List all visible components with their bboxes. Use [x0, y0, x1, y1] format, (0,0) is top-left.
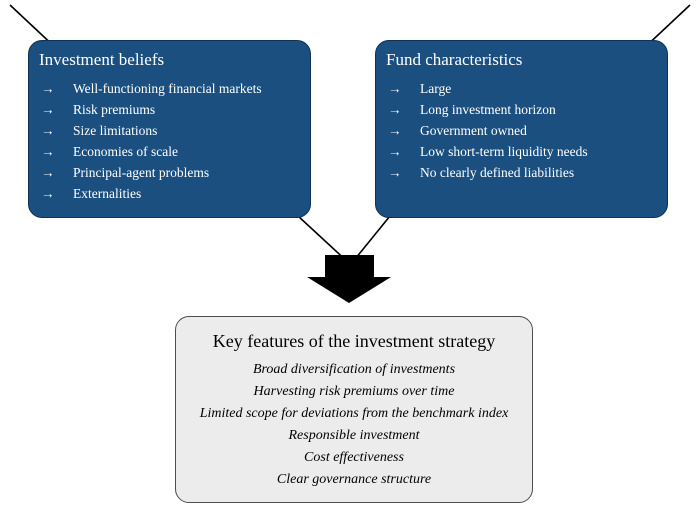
strategy-item: Limited scope for deviations from the be…: [199, 406, 509, 421]
key-features-box: Key features of the investment strategy …: [175, 316, 533, 503]
strategy-item: Broad diversification of investments: [252, 362, 456, 377]
key-features-list: Broad diversification of investments Har…: [176, 359, 532, 491]
fund-characteristics-list: → Large → Long investment horizon → Gove…: [386, 78, 657, 183]
list-item: → Externalities: [39, 183, 300, 204]
list-item-label: Size limitations: [73, 123, 158, 138]
list-item-label: Externalities: [73, 186, 142, 201]
strategy-item: Responsible investment: [288, 428, 420, 443]
strategy-item: Clear governance structure: [276, 472, 432, 487]
arrow-right-icon: →: [41, 165, 55, 180]
list-item-label: No clearly defined liabilities: [420, 165, 575, 180]
list-item: → Economies of scale: [39, 141, 300, 162]
fund-characteristics-box: Fund characteristics → Large → Long inve…: [375, 40, 668, 218]
strategy-item: Cost effectiveness: [304, 450, 404, 465]
list-item: → Size limitations: [39, 120, 300, 141]
arrow-right-icon: →: [41, 123, 55, 138]
investment-beliefs-title: Investment beliefs: [39, 50, 165, 69]
arrow-right-icon: →: [388, 165, 402, 180]
arrow-right-icon: →: [41, 102, 55, 117]
list-item: → Risk premiums: [39, 99, 300, 120]
list-item-label: Well-functioning financial markets: [73, 81, 262, 96]
list-item: → Long investment horizon: [386, 99, 657, 120]
list-item: → Low short-term liquidity needs: [386, 141, 657, 162]
list-item-label: Large: [420, 81, 452, 96]
list-item: → Large: [386, 78, 657, 99]
fund-characteristics-title: Fund characteristics: [386, 50, 523, 69]
list-item: → Principal-agent problems: [39, 162, 300, 183]
list-item: → No clearly defined liabilities: [386, 162, 657, 183]
list-item-label: Low short-term liquidity needs: [420, 144, 588, 159]
arrow-right-icon: →: [388, 144, 402, 159]
arrow-right-icon: →: [388, 81, 402, 96]
list-item: → Government owned: [386, 120, 657, 141]
list-item-label: Principal-agent problems: [73, 165, 210, 180]
list-item-label: Government owned: [420, 123, 527, 138]
key-features-title: Key features of the investment strategy: [212, 331, 496, 351]
list-item-label: Long investment horizon: [420, 102, 556, 117]
down-arrow-icon: [307, 255, 391, 303]
list-item-label: Economies of scale: [73, 144, 178, 159]
list-item: → Well-functioning financial markets: [39, 78, 300, 99]
strategy-item: Harvesting risk premiums over time: [253, 384, 455, 399]
investment-beliefs-list: → Well-functioning financial markets → R…: [39, 78, 300, 204]
arrow-right-icon: →: [388, 123, 402, 138]
investment-beliefs-box: Investment beliefs → Well-functioning fi…: [28, 40, 311, 218]
arrow-right-icon: →: [41, 186, 55, 201]
arrow-right-icon: →: [41, 144, 55, 159]
arrow-right-icon: →: [41, 81, 55, 96]
list-item-label: Risk premiums: [73, 102, 156, 117]
arrow-right-icon: →: [388, 102, 402, 117]
